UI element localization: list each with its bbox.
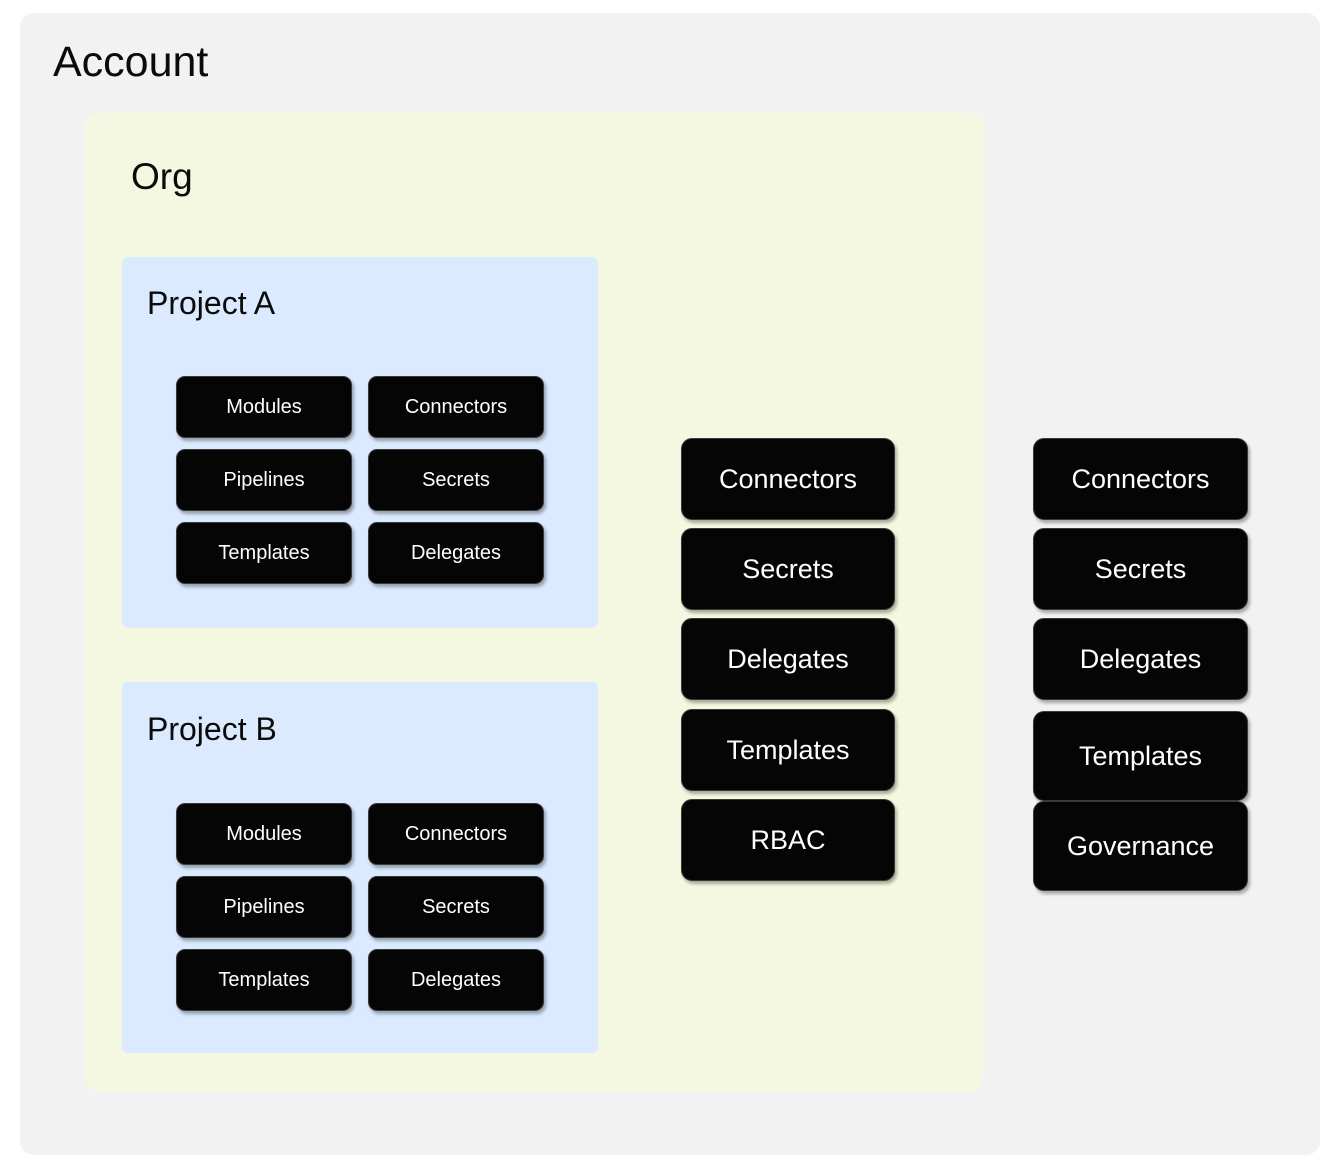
org-chip-delegates[interactable]: Delegates	[681, 618, 895, 700]
project-b-chip-secrets[interactable]: Secrets	[368, 876, 544, 938]
project-a-title: Project A	[147, 285, 276, 321]
project-b-chip-modules[interactable]: Modules	[176, 803, 352, 865]
project-a-chip-secrets[interactable]: Secrets	[368, 449, 544, 511]
project-b-title: Project B	[147, 711, 277, 747]
project-a-chip-connectors[interactable]: Connectors	[368, 376, 544, 438]
project-a-chip-pipelines[interactable]: Pipelines	[176, 449, 352, 511]
project-a-chip-delegates[interactable]: Delegates	[368, 522, 544, 584]
project-b-chip-connectors[interactable]: Connectors	[368, 803, 544, 865]
project-b-chip-templates[interactable]: Templates	[176, 949, 352, 1011]
org-chip-rbac[interactable]: RBAC	[681, 799, 895, 881]
org-title: Org	[131, 156, 193, 197]
project-b-chip-delegates[interactable]: Delegates	[368, 949, 544, 1011]
account-chip-connectors[interactable]: Connectors	[1033, 438, 1248, 520]
account-chip-templates[interactable]: Templates	[1033, 711, 1248, 801]
org-chip-templates[interactable]: Templates	[681, 709, 895, 791]
account-chip-delegates[interactable]: Delegates	[1033, 618, 1248, 700]
project-a-chip-templates[interactable]: Templates	[176, 522, 352, 584]
account-title: Account	[53, 38, 209, 86]
project-a-chip-modules[interactable]: Modules	[176, 376, 352, 438]
account-chip-secrets[interactable]: Secrets	[1033, 528, 1248, 610]
project-b-chip-pipelines[interactable]: Pipelines	[176, 876, 352, 938]
org-chip-secrets[interactable]: Secrets	[681, 528, 895, 610]
org-chip-connectors[interactable]: Connectors	[681, 438, 895, 520]
account-chip-governance[interactable]: Governance	[1033, 801, 1248, 891]
